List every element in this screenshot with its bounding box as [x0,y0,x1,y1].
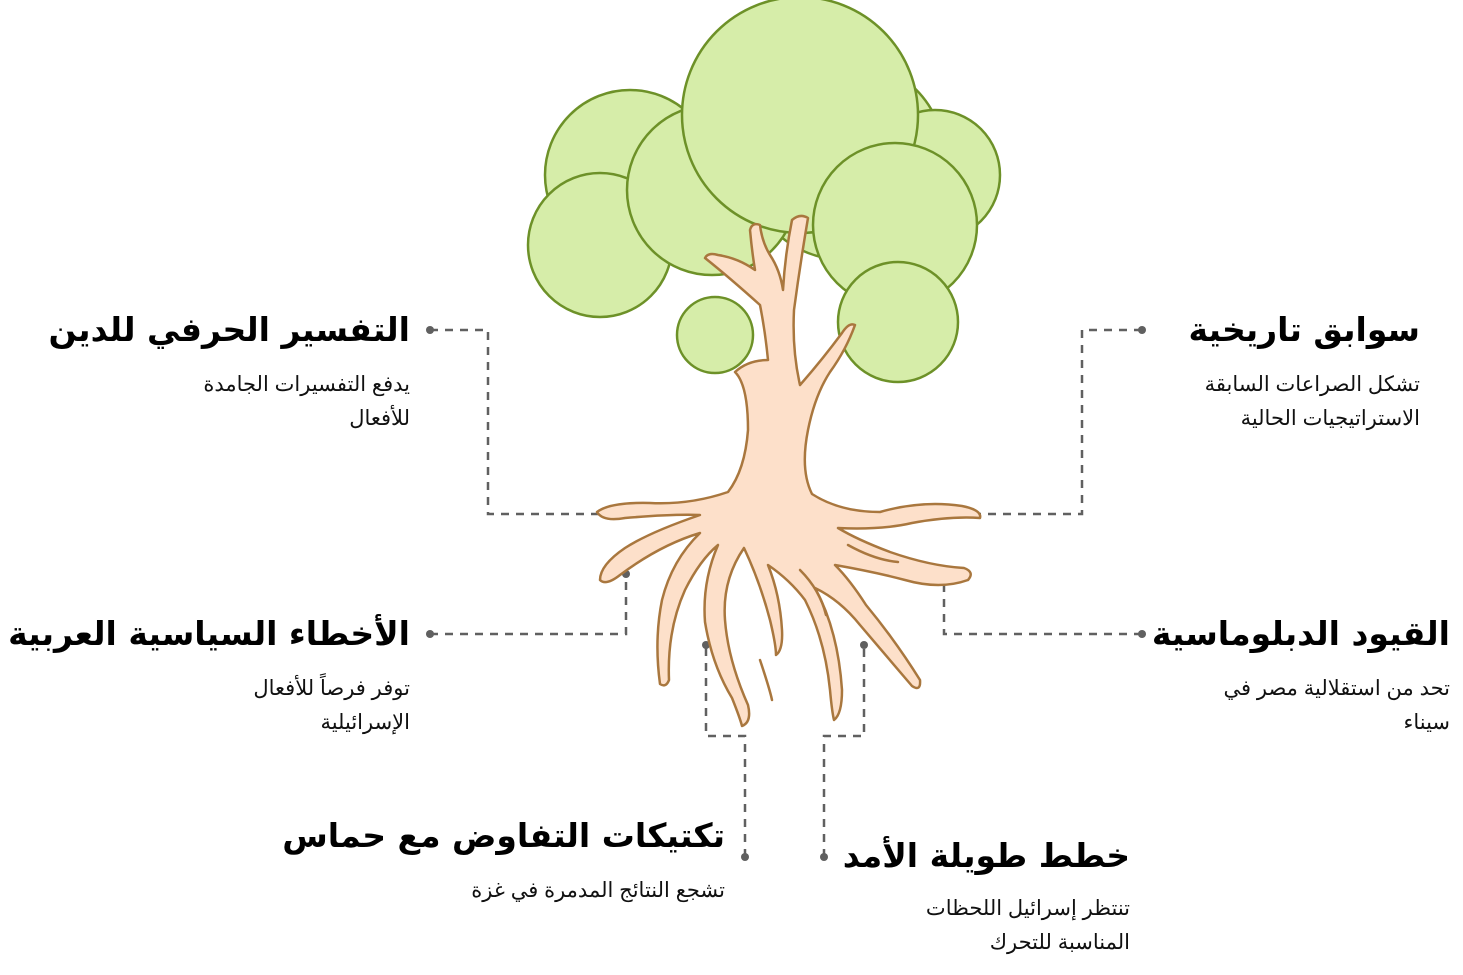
node-diplomatic-constraints: القيود الدبلوماسية تحد من استقلالية مصر … [1150,612,1450,740]
connector-lines [430,328,1142,857]
node-description: توفر فرصاً للأفعال الإسرائيلية [253,677,410,734]
node-description: يدفع التفسيرات الجامدة للأفعال [203,373,410,430]
node-description: تشكل الصراعات السابقة الاستراتيجيات الحا… [1204,373,1420,430]
node-title: التفسير الحرفي للدين [48,310,410,349]
connector-arab-errors [430,574,628,636]
node-hamas-negotiation: تكتيكات التفاوض مع حماس تشجع النتائج الم… [270,814,725,908]
connector-longterm [822,645,866,857]
node-description: تشجع النتائج المدمرة في غزة [471,879,725,902]
connector-literal [430,328,605,516]
node-title: سوابق تاريخية [1188,310,1420,349]
node-arab-political-errors: الأخطاء السياسية العربية توفر فرصاً للأف… [0,612,410,740]
tree-trunk-roots [595,214,982,728]
node-historical: سوابق تاريخية تشكل الصراعات السابقة الاس… [1150,308,1420,436]
node-title: القيود الدبلوماسية [1151,614,1450,653]
node-title: الأخطاء السياسية العربية [8,614,410,653]
connector-negotiation [704,645,747,857]
root-inner-lines [758,543,900,702]
node-description: تحد من استقلالية مصر في سيناء [1223,677,1451,734]
node-literal-religion: التفسير الحرفي للدين يدفع التفسيرات الجا… [40,308,410,436]
node-title: خطط طويلة الأمد [842,836,1130,875]
connector-historical [968,328,1142,516]
node-title: تكتيكات التفاوض مع حماس [282,816,725,855]
connector-diplomatic [942,574,1142,636]
node-long-term-plans: خطط طويلة الأمد تنتظر إسرائيل اللحظات ال… [840,834,1130,960]
node-description: تنتظر إسرائيل اللحظات المناسبة للتحرك [925,897,1130,954]
